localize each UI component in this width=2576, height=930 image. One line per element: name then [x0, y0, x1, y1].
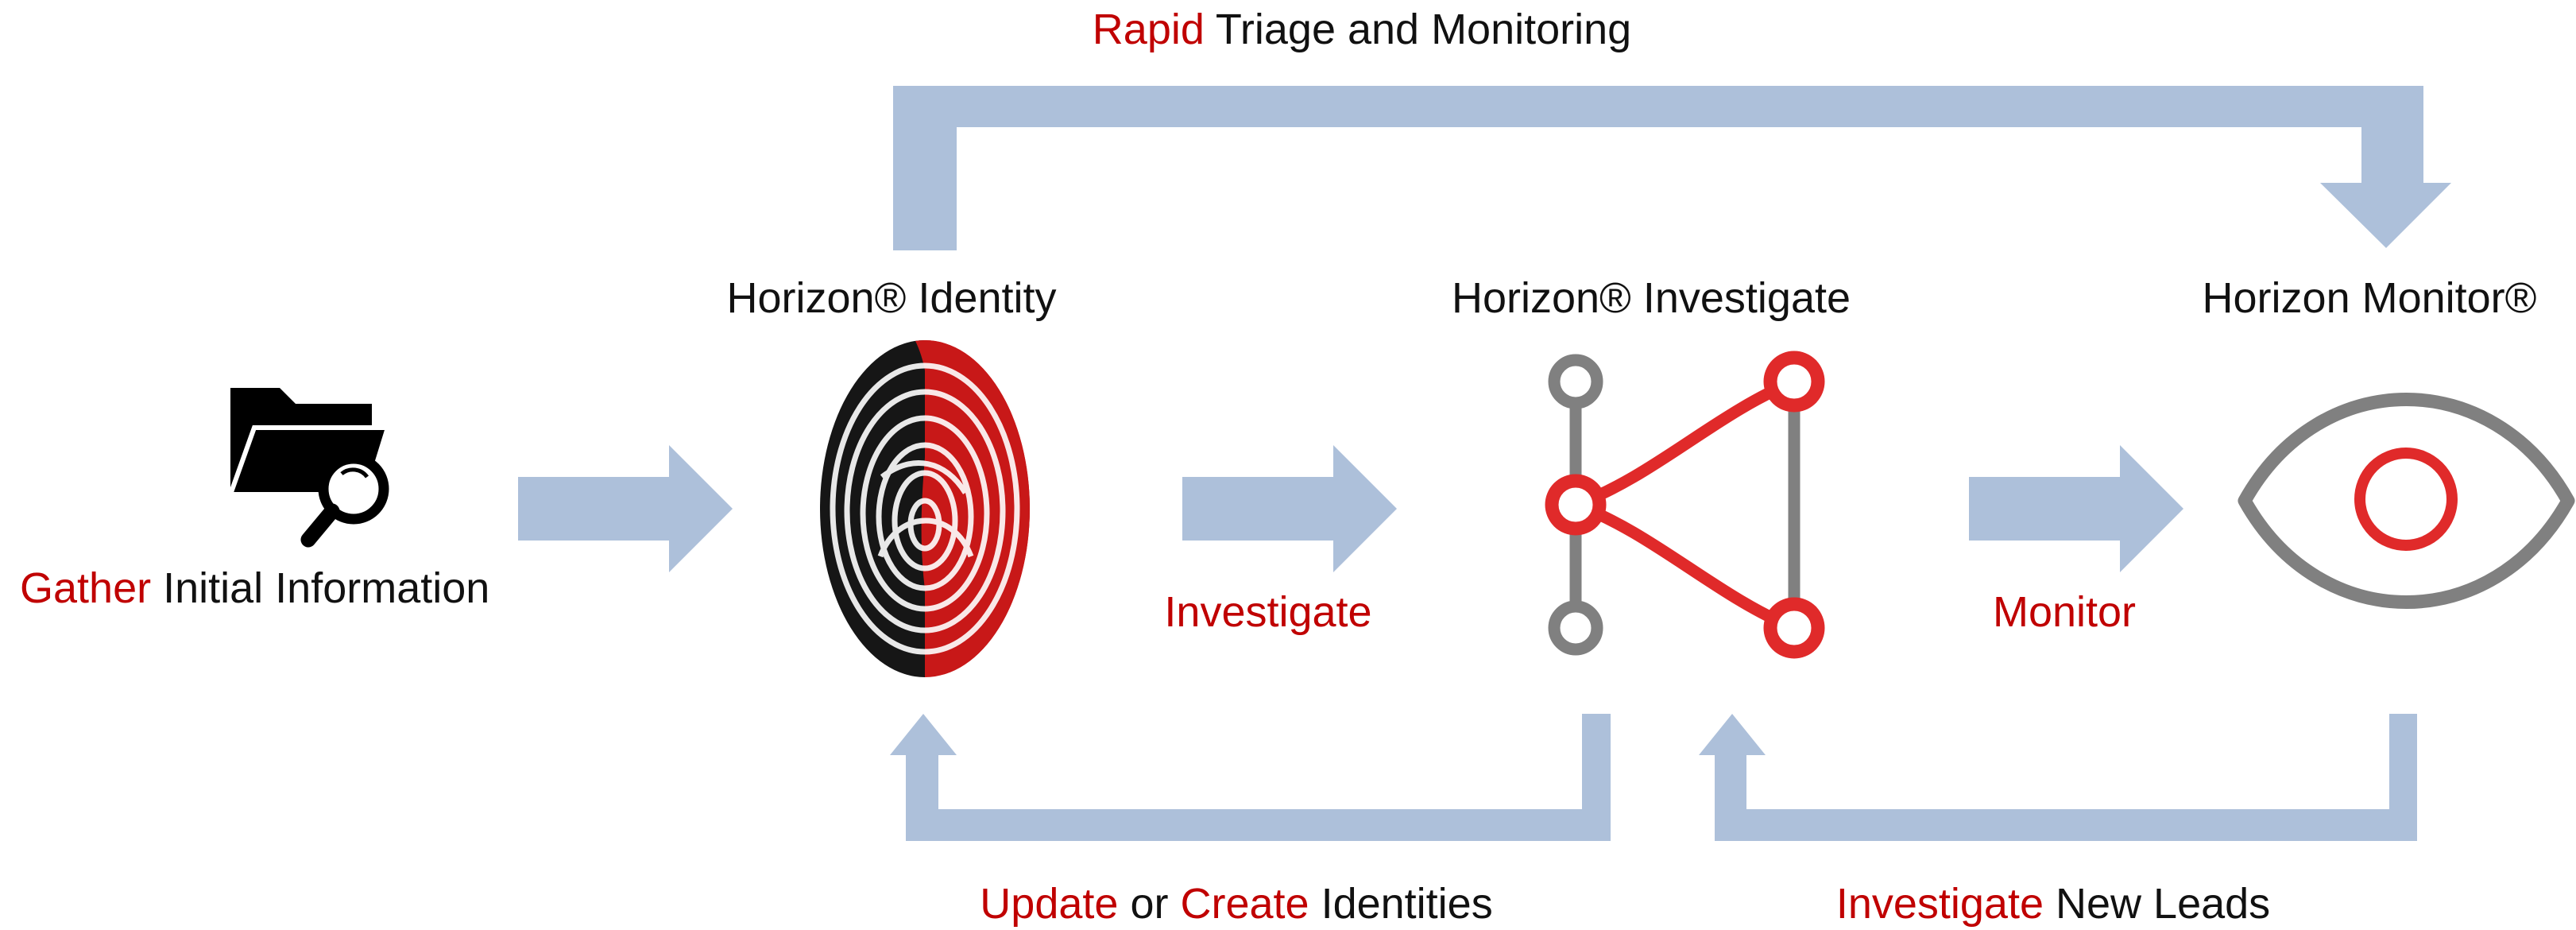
top-loop-label: Rapid Triage and Monitoring — [1093, 6, 1631, 53]
eye-icon — [2238, 393, 2575, 609]
monitor-arrow — [1969, 445, 2183, 572]
investigate-title: Horizon® Investigate — [1452, 274, 1851, 322]
investigate-arrow-label: Investigate — [1164, 588, 1371, 636]
gather-label: Gather Initial Information — [20, 564, 489, 612]
investigate-arrow — [1182, 445, 1397, 572]
gather-to-identity-arrow — [518, 445, 733, 572]
network-graph-icon — [1545, 351, 1825, 659]
top-loop-arrow — [893, 86, 2451, 250]
update-create-loop-arrow — [890, 714, 1611, 841]
new-leads-loop-arrow — [1699, 714, 2417, 841]
new-leads-label: Investigate New Leads — [1836, 880, 2270, 928]
monitor-title: Horizon Monitor® — [2203, 274, 2537, 322]
update-create-label: Update or Create Identities — [980, 880, 1492, 928]
fingerprint-icon — [820, 340, 1030, 677]
folder-search-icon — [226, 388, 392, 548]
identity-title: Horizon® Identity — [727, 274, 1057, 322]
monitor-arrow-label: Monitor — [1993, 588, 2136, 636]
